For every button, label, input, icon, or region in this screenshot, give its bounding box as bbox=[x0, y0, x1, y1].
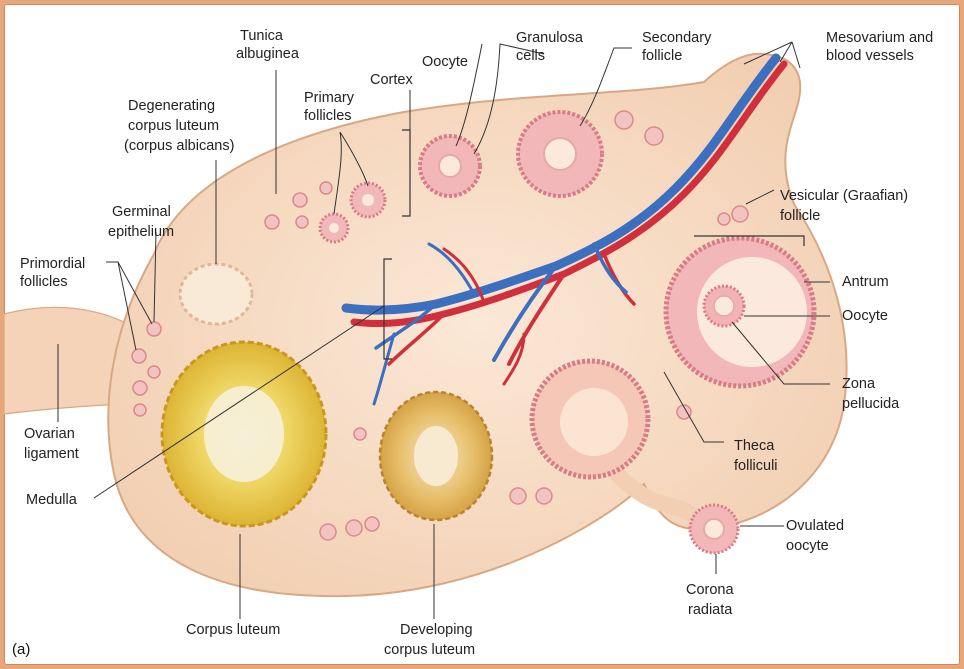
label-corona-radiata: Coronaradiata bbox=[686, 582, 734, 618]
label-tunica-albuginea: Tunicaalbuginea bbox=[236, 28, 300, 62]
label-primary-follicles: Primaryfollicles bbox=[304, 90, 355, 124]
ruptured-follicle bbox=[532, 361, 648, 477]
label-primordial-follicles: Primordialfollicles bbox=[20, 256, 85, 290]
label-degenerating-corpus-luteum: Degeneratingcorpus luteum(corpus albican… bbox=[124, 98, 234, 154]
label-zona-pellucida: Zonapellucida bbox=[842, 376, 900, 412]
label-antrum: Antrum bbox=[842, 274, 889, 290]
label-oocyte-top: Oocyte bbox=[422, 54, 468, 70]
primary-follicle-large bbox=[420, 136, 480, 196]
label-developing-corpus-luteum: Developingcorpus luteum bbox=[384, 622, 475, 658]
label-medulla: Medulla bbox=[26, 492, 78, 508]
label-oocyte-right: Oocyte bbox=[842, 308, 888, 324]
label-cortex: Cortex bbox=[370, 72, 413, 88]
ovary-diagram: Tunicaalbuginea Cortex Oocyte Granulosac… bbox=[4, 4, 960, 665]
diagram-frame: Tunicaalbuginea Cortex Oocyte Granulosac… bbox=[4, 4, 960, 665]
label-vesicular-follicle: Vesicular (Graafian)follicle bbox=[780, 188, 908, 224]
label-mesovarium: Mesovarium andblood vessels bbox=[826, 30, 933, 64]
ovulated-oocyte bbox=[690, 505, 738, 553]
vesicular-follicle bbox=[666, 238, 814, 386]
label-germinal-epithelium: Germinalepithelium bbox=[108, 204, 174, 240]
corpus-luteum bbox=[162, 342, 326, 526]
label-secondary-follicle: Secondaryfollicle bbox=[642, 30, 712, 64]
label-granulosa-cells: Granulosacells bbox=[516, 30, 584, 64]
secondary-follicle bbox=[518, 112, 602, 196]
ovarian-ligament-shape bbox=[4, 307, 124, 414]
label-corpus-luteum: Corpus luteum bbox=[186, 622, 280, 638]
corpus-albicans bbox=[180, 264, 252, 324]
developing-corpus-luteum bbox=[380, 392, 492, 520]
label-ovulated-oocyte: Ovulatedoocyte bbox=[786, 518, 844, 554]
panel-label: (a) bbox=[12, 641, 30, 658]
label-ovarian-ligament: Ovarianligament bbox=[24, 426, 79, 462]
